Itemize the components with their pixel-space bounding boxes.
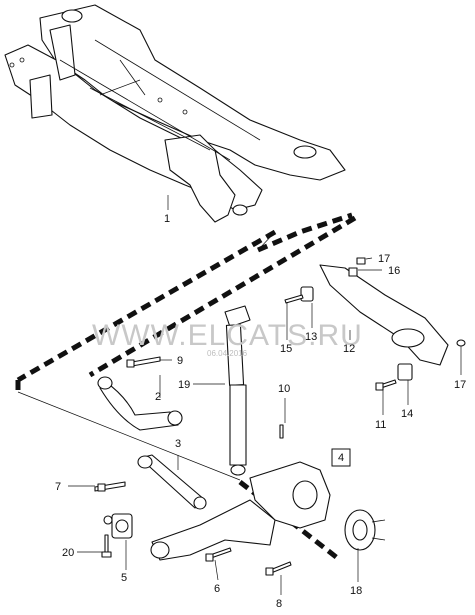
callout-12: 12	[343, 343, 355, 355]
watermark-date: 06.04.2016	[207, 349, 248, 358]
lateral-link	[137, 454, 207, 510]
watermark-text: WWW.ELCATS.RU	[92, 319, 363, 352]
bushing	[111, 513, 133, 539]
callout-labels: 1 2 3 5 6 7 8 9 10 11 12 13 14 15 16 17 …	[55, 213, 466, 610]
shock-absorber	[224, 305, 251, 476]
trailing-arm	[150, 499, 276, 561]
callout-20: 20	[62, 547, 74, 559]
callout-10: 10	[278, 383, 290, 395]
callout-19: 19	[178, 379, 190, 391]
callout-6: 6	[214, 583, 220, 595]
rear-subframe	[4, 4, 346, 223]
callout-13: 13	[305, 331, 317, 343]
wheel-hub	[344, 509, 386, 551]
bushing-14	[397, 363, 413, 381]
callout-2: 2	[155, 391, 161, 403]
callout-7: 7	[55, 481, 61, 493]
leader-lines	[68, 195, 462, 595]
reference-box-4: 4	[331, 448, 351, 467]
wheel-knuckle	[249, 461, 331, 529]
upper-arm	[97, 376, 183, 431]
bushing-13	[300, 286, 314, 302]
boxed-label-4: 4	[338, 452, 344, 464]
lower-control-arm	[319, 264, 449, 366]
callout-15: 15	[280, 343, 292, 355]
callout-17-top: 17	[378, 253, 390, 265]
callout-3: 3	[175, 438, 181, 450]
bolts	[94, 257, 466, 576]
callout-14: 14	[401, 408, 413, 420]
callout-1: 1	[164, 213, 170, 225]
leader-dash-link	[257, 231, 276, 251]
callout-9: 9	[177, 355, 183, 367]
callout-18: 18	[350, 585, 362, 597]
callout-5: 5	[121, 572, 127, 584]
callout-17-right: 17	[454, 379, 466, 391]
callout-8: 8	[276, 598, 282, 610]
callout-16: 16	[388, 265, 400, 277]
leader-subframe-knuckle	[17, 391, 241, 481]
callout-11: 11	[375, 419, 386, 431]
